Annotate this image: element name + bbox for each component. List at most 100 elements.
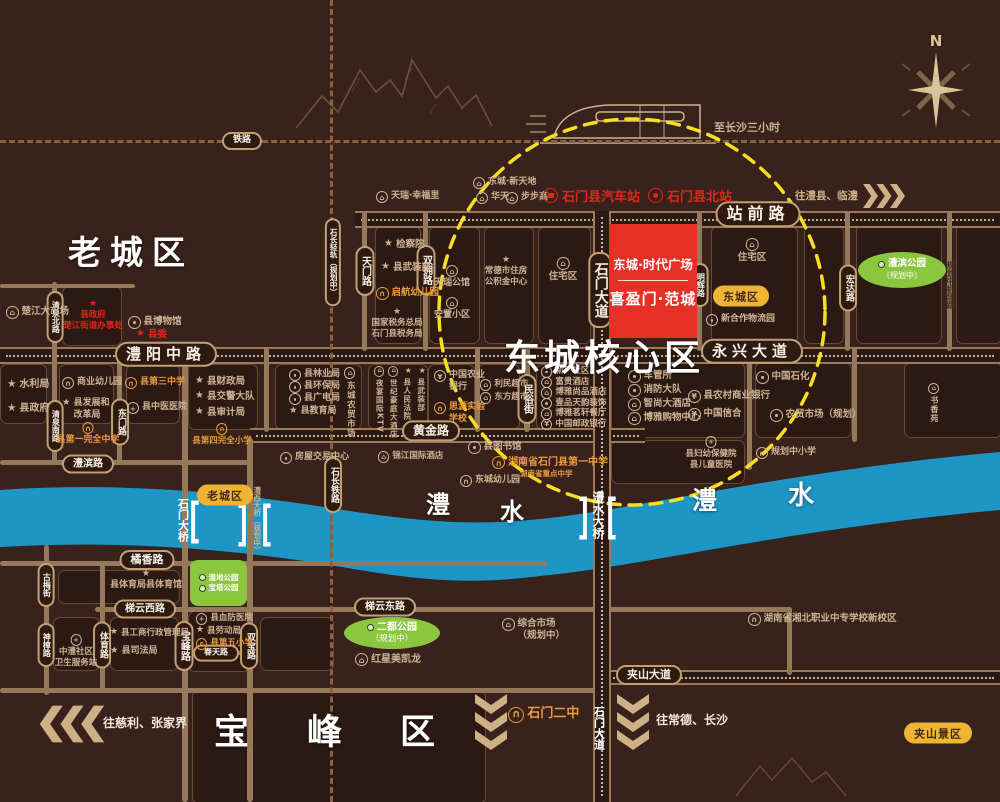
road-label: 夹山大道 bbox=[616, 664, 682, 686]
chevron-icon bbox=[863, 184, 905, 208]
road-segment bbox=[247, 438, 253, 802]
star-icon: ★ bbox=[384, 238, 393, 250]
poi-label: 农贸市场（规划） bbox=[770, 409, 862, 422]
star-icon: ★ bbox=[195, 390, 204, 402]
road-segment bbox=[600, 670, 1000, 685]
star-icon: ★ bbox=[502, 255, 510, 266]
chevron-icon bbox=[39, 705, 105, 743]
road-segment bbox=[264, 347, 269, 432]
poi-label: ⌂书香苑 bbox=[928, 383, 939, 423]
compass-icon bbox=[901, 52, 971, 128]
poi-text: 天瑞公馆 bbox=[433, 278, 471, 289]
poi-label: ★县人民法院 bbox=[402, 366, 413, 421]
road-label: 橘香路 bbox=[119, 549, 175, 571]
poi-text: 县广电局 bbox=[303, 393, 340, 403]
poi-text: 县农村商业银行 bbox=[703, 390, 771, 401]
city-block bbox=[59, 364, 114, 424]
star-icon: ★ bbox=[62, 397, 71, 409]
poi-text: 至长沙三小时 bbox=[714, 121, 780, 134]
direction-label: 往慈利、张家界 bbox=[103, 716, 188, 730]
road-label: 澧水大桥 bbox=[591, 491, 605, 539]
dot-icon bbox=[706, 314, 718, 327]
poi-label: ⌂红星美凯龙 bbox=[355, 653, 421, 667]
poi-text: 县第一完全中学 bbox=[56, 435, 120, 446]
road-label: 站前路 bbox=[715, 201, 801, 227]
building-icon: ⌂ bbox=[476, 192, 488, 205]
city-block bbox=[0, 364, 47, 424]
park-area: 澧滨公园〔规划中〕 bbox=[858, 252, 946, 288]
school-icon: ∩ bbox=[756, 447, 768, 460]
road-label: 民俗街 bbox=[517, 374, 537, 424]
park-label: 澧滨公园 bbox=[887, 258, 926, 270]
road-centerline bbox=[606, 676, 994, 679]
star-icon: ★ bbox=[89, 299, 97, 310]
poi-label: ∩东城幼儿园 bbox=[460, 475, 520, 488]
park-status-label: 〔规划中〕 bbox=[882, 271, 922, 280]
road-label: 清泉北路 bbox=[46, 291, 64, 343]
bank-icon: ¥ bbox=[541, 418, 553, 431]
road-label: 澧阳中路 bbox=[114, 341, 218, 367]
park-name: 湿地公园 bbox=[198, 572, 239, 583]
poi-text: 县第五小学 bbox=[210, 638, 253, 648]
poi-text: 常德市住房 公积金中心 bbox=[484, 266, 528, 288]
poi-text: 中国石化 bbox=[771, 371, 810, 382]
mountain-illustration bbox=[295, 58, 493, 129]
school-icon: ∩ bbox=[492, 456, 506, 470]
poi-text: 消防大队 bbox=[643, 384, 682, 395]
area-name-label: 宝峰区 bbox=[214, 713, 494, 753]
dot-icon bbox=[756, 371, 769, 384]
park-label: 湿地公园 bbox=[208, 572, 239, 582]
star-icon: ★ bbox=[141, 568, 151, 580]
poi-text: 利民超市 bbox=[494, 379, 529, 389]
school-icon: ∩ bbox=[62, 377, 74, 390]
poi-text: 湖南省重点中学 bbox=[520, 469, 573, 478]
poi-text: 县委 bbox=[147, 329, 167, 340]
poi-text: 县血防医院 bbox=[210, 613, 253, 623]
poi-label: 车管所 bbox=[628, 370, 672, 383]
poi-text: 县第三中学 bbox=[139, 377, 185, 387]
road-segment bbox=[852, 347, 857, 442]
bank-icon: ¥ bbox=[688, 408, 701, 421]
poi-text: 步步高 bbox=[520, 192, 548, 202]
road-segment bbox=[0, 688, 597, 693]
hospital-icon: + bbox=[196, 613, 208, 625]
road-label: 梯云西路 bbox=[114, 599, 176, 619]
poi-text: 住宅区 bbox=[548, 270, 578, 282]
poi-text: 县司法局 bbox=[121, 646, 158, 656]
road-label: 东门路 bbox=[111, 398, 129, 446]
poi-text: 商业幼儿园 bbox=[76, 377, 122, 387]
road-label: 石门大道 bbox=[592, 706, 606, 750]
project-name-line1: 东城·时代广场 bbox=[613, 256, 693, 272]
poi-label: ¥县农村商业银行 bbox=[688, 390, 770, 403]
poi-text: 新合作物流园 bbox=[720, 314, 775, 324]
road-label: 梯云东路 bbox=[354, 597, 416, 617]
poi-text: 夜宴国际KTV bbox=[375, 378, 385, 433]
star-icon: ★ bbox=[393, 307, 401, 318]
hospital-icon: + bbox=[705, 436, 717, 448]
poi-text: 县劳动局 bbox=[206, 625, 241, 636]
poi-label: ⌂住宅区 bbox=[738, 238, 766, 264]
poi-text: 石门二中 bbox=[527, 706, 580, 721]
railway-line bbox=[330, 0, 333, 802]
road-segment bbox=[182, 347, 188, 802]
poi-label: 消防大队 bbox=[628, 384, 682, 397]
road-segment bbox=[0, 561, 547, 566]
poi-label: ⌂华天 bbox=[476, 192, 509, 205]
poi-text: 规划中小学 bbox=[770, 447, 816, 457]
poi-text: 县妇幼保健院 县儿童医院 bbox=[685, 448, 737, 470]
poi-text: 东城农贸市场 bbox=[345, 380, 356, 438]
road-label: 天门路 bbox=[355, 246, 375, 296]
poi-label: 新合作物流园 bbox=[706, 314, 775, 327]
park-status-label: （规划中） bbox=[370, 634, 414, 645]
poi-label: ⌂天瑞公馆 bbox=[434, 265, 470, 290]
station-name: 石门县汽车站 bbox=[562, 190, 641, 205]
road-segment bbox=[787, 607, 792, 675]
park-dot-icon bbox=[198, 574, 206, 582]
city-block bbox=[58, 570, 180, 604]
poi-label: ★县委 bbox=[136, 329, 167, 341]
road-label: 体育路 bbox=[93, 621, 111, 669]
building-icon: ⌂ bbox=[480, 379, 492, 391]
road-segment bbox=[95, 607, 790, 612]
station-name: 石门县北站 bbox=[667, 190, 733, 205]
